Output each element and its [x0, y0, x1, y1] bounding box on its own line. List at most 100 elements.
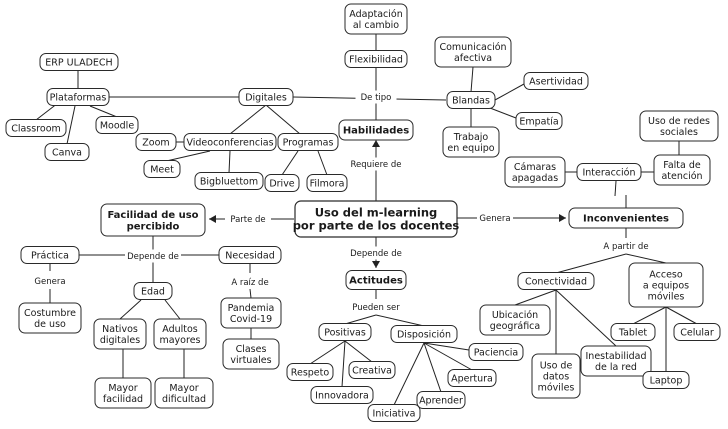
link-label-bg: [348, 300, 404, 314]
node-edad: Edad: [133, 282, 173, 300]
node-label: Actitudes: [349, 276, 403, 287]
node-creativa: Creativa: [348, 361, 396, 379]
node-box: [44, 143, 90, 161]
connector-line: [344, 340, 373, 363]
node-erp: ERP ULADECH: [39, 53, 119, 71]
node-label: Asertividad: [529, 76, 583, 87]
connector-line: [632, 306, 667, 325]
node-label: dificultad: [162, 394, 206, 405]
connector-line: [265, 104, 301, 135]
node-label: Filmora: [310, 178, 345, 189]
node-videoconf: Videoconferencias: [183, 133, 277, 151]
connector-line: [317, 150, 328, 176]
node-label: Edad: [141, 286, 165, 297]
node-label: en equipo: [447, 143, 494, 154]
node-box: [222, 338, 280, 370]
node-box: [344, 50, 408, 68]
connector-line: [344, 314, 377, 325]
node-box: [310, 386, 374, 404]
link-label-bg: [32, 274, 68, 288]
connector-line: [375, 314, 425, 327]
node-label: Laptop: [650, 375, 683, 386]
node-box: [18, 302, 82, 334]
node-label: Facilidad de uso: [107, 210, 198, 221]
node-label: Pandemia: [228, 303, 275, 314]
node-label: Comunicación: [439, 42, 506, 53]
node-label: Classroom: [11, 123, 61, 134]
node-label: al cambio: [353, 20, 399, 31]
node-box: [218, 246, 282, 264]
node-box: [523, 72, 589, 90]
node-box: [580, 345, 652, 377]
node-label: Práctica: [31, 250, 69, 261]
node-actitudes: Actitudes: [345, 270, 407, 290]
link-label-genera-right: Genera: [479, 214, 510, 224]
node-label: Inestabilidad: [586, 351, 647, 362]
node-label: Plataformas: [50, 92, 107, 103]
link-label-bg: [355, 90, 397, 104]
node-label: sociales: [660, 127, 698, 138]
connector-lines: [35, 34, 698, 406]
node-label: Zoom: [142, 137, 169, 148]
node-laptop: Laptop: [642, 371, 690, 389]
node-box: [46, 88, 110, 106]
node-box: [390, 325, 458, 343]
node-label: Adultos: [162, 324, 198, 335]
node-label: Respeto: [291, 367, 330, 378]
node-label: Blandas: [452, 95, 490, 106]
node-label: Interacción: [582, 167, 635, 178]
arrowhead: [209, 215, 216, 223]
arrowhead: [372, 261, 380, 268]
node-label: Flexibilidad: [349, 54, 403, 65]
node-moodle: Moodle: [95, 116, 139, 134]
link-label-bg: [345, 157, 407, 171]
node-habilidades: Habilidades: [338, 119, 414, 141]
node-box: [220, 297, 282, 329]
node-label: Uso del m-learning: [315, 205, 438, 219]
node-label: Necesidad: [225, 250, 275, 261]
connector-line: [249, 288, 252, 299]
node-box: [416, 391, 466, 409]
node-label: Uso de: [540, 360, 573, 371]
node-aprender: Aprender: [416, 391, 466, 409]
link-label-bg: [125, 249, 181, 263]
node-label: móviles: [538, 382, 575, 393]
node-drive: Drive: [264, 174, 300, 192]
node-box: [673, 323, 721, 341]
connector-line: [470, 66, 474, 93]
node-label: Celular: [680, 327, 714, 338]
node-conectividad: Conectividad: [517, 272, 595, 290]
node-label: a equipos: [643, 280, 689, 291]
node-label: afectiva: [454, 53, 492, 64]
node-label: por parte de los docentes: [293, 219, 460, 233]
node-positivas: Positivas: [318, 323, 372, 341]
connector-line: [489, 107, 517, 119]
node-box: [154, 377, 214, 409]
node-label: Ubicación: [492, 310, 538, 321]
connector-line: [164, 299, 181, 320]
node-label: Positivas: [324, 327, 366, 338]
node-label: de la red: [595, 362, 637, 373]
node-box: [576, 163, 642, 181]
node-label: Disposición: [397, 329, 451, 340]
arrowhead: [559, 214, 566, 222]
connector-line: [281, 150, 299, 176]
node-label: Trabajo: [453, 132, 489, 143]
link-label-bg: [224, 275, 276, 289]
link-label-depende-de-center: Depende de: [350, 249, 402, 259]
node-label: de uso: [34, 319, 66, 330]
node-label: Digitales: [245, 92, 287, 103]
